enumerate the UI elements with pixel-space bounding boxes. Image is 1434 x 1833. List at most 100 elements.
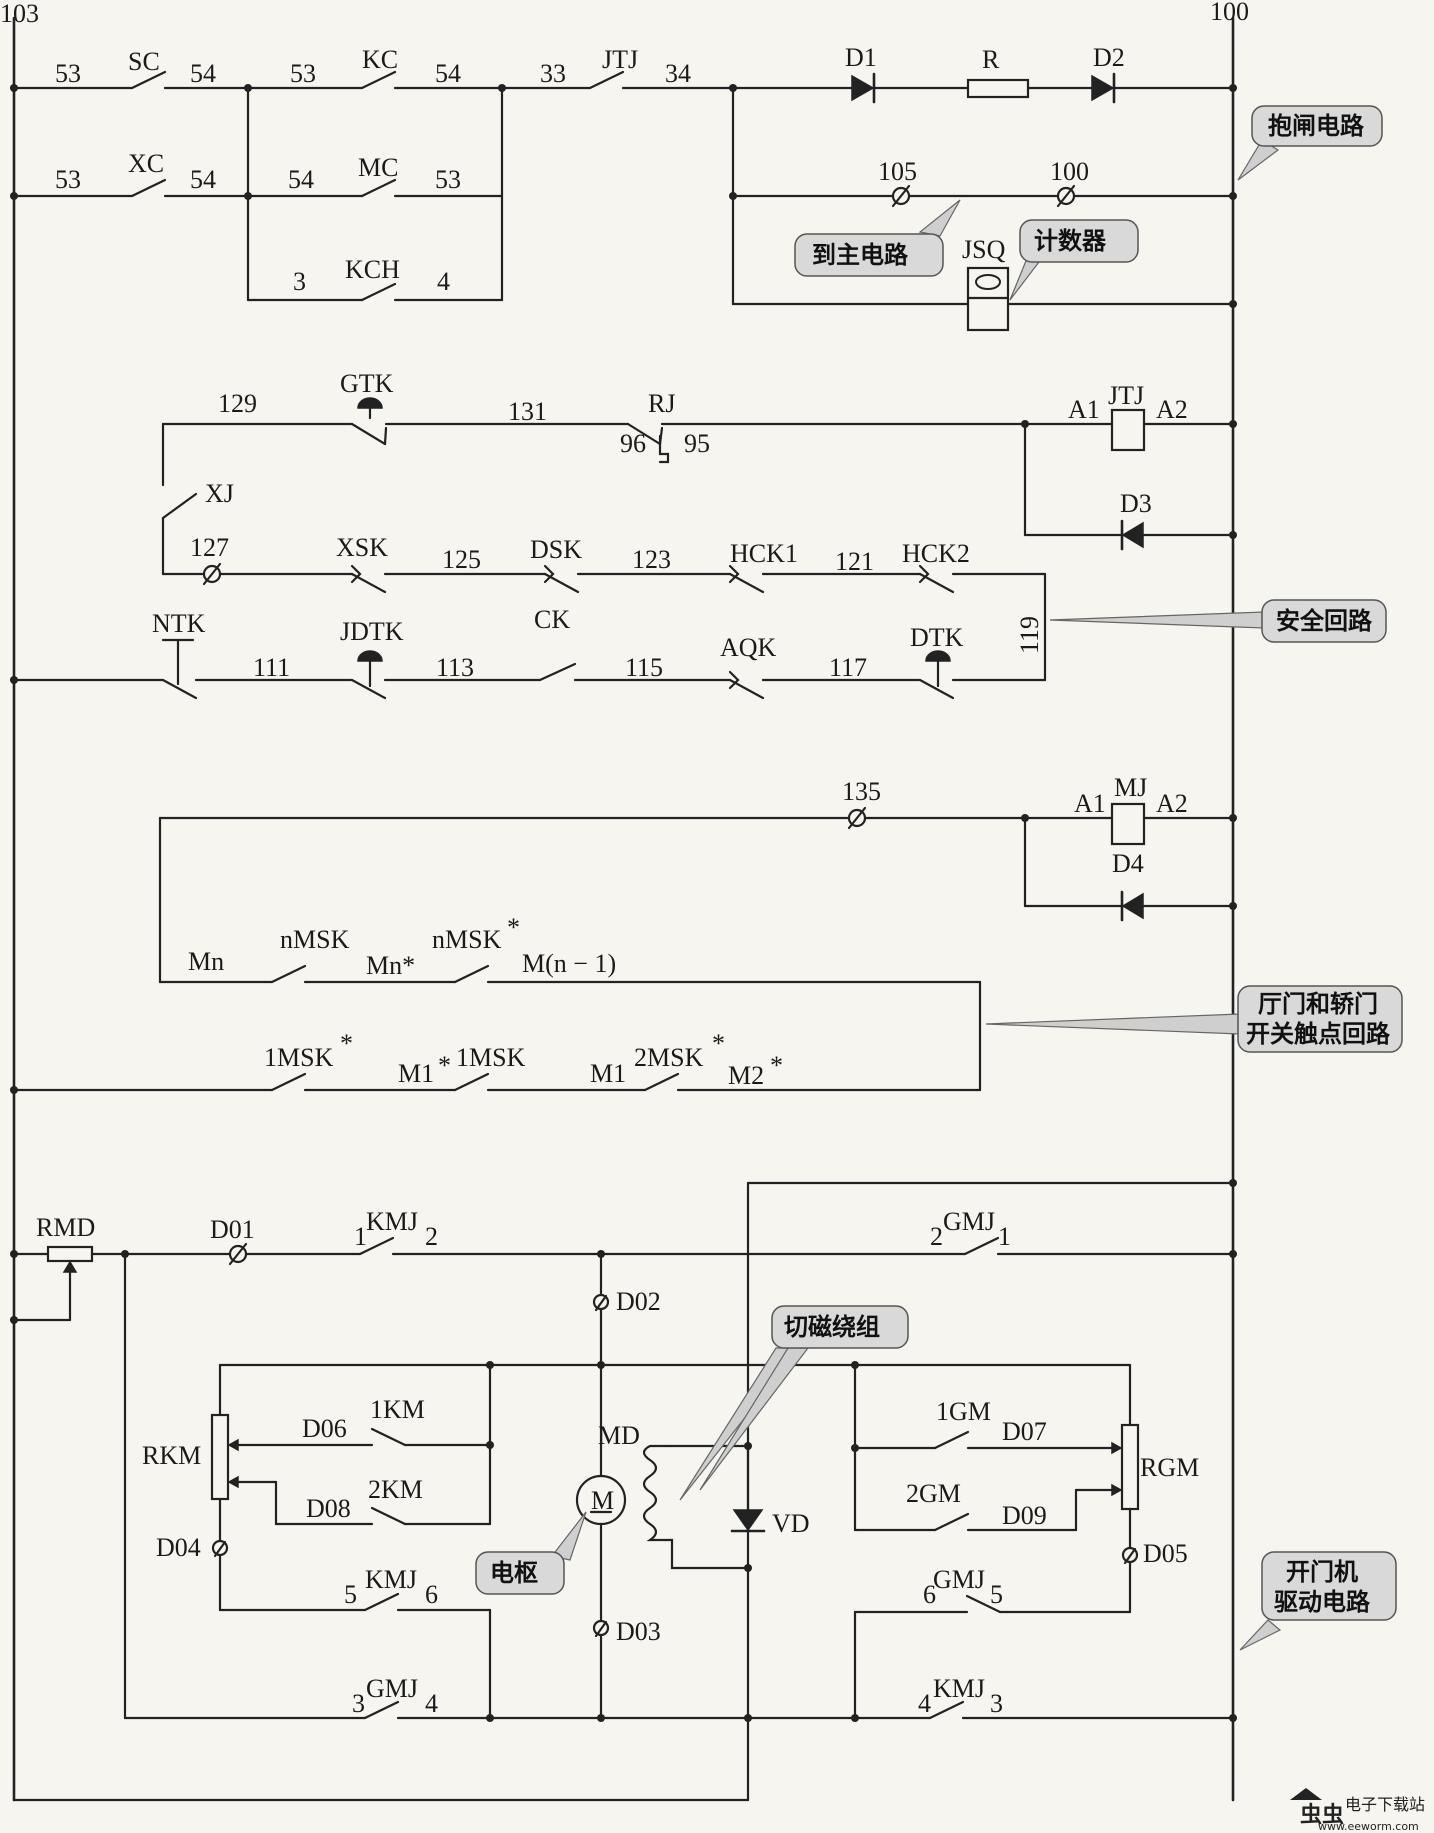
label-d2: D2: [1093, 43, 1125, 72]
kmj-1-2-contact: [358, 1236, 395, 1256]
svg-text:34: 34: [665, 59, 691, 88]
svg-text:119: 119: [1015, 616, 1044, 654]
svg-text:4: 4: [918, 1689, 931, 1718]
svg-text:53: 53: [55, 165, 81, 194]
label-kmj-1-2: KMJ: [366, 1207, 418, 1236]
callout-door-contacts: 厅门和轿门 开关触点回路: [985, 985, 1403, 1053]
svg-text:3: 3: [990, 1689, 1003, 1718]
svg-text:96: 96: [620, 429, 646, 458]
svg-text:111: 111: [253, 653, 290, 682]
rgm-resistor: [1120, 1423, 1140, 1511]
svg-text:电枢: 电枢: [490, 1559, 538, 1587]
label-kc: KC: [362, 45, 398, 74]
label-rkm: RKM: [142, 1441, 201, 1470]
2gm-contact: [933, 1512, 970, 1532]
svg-text:54: 54: [190, 165, 216, 194]
svg-text:54: 54: [435, 59, 461, 88]
svg-text:5: 5: [344, 1580, 357, 1609]
field-winding: [642, 1444, 750, 1570]
label-2km: 2KM: [368, 1475, 423, 1504]
svg-text:M1: M1: [590, 1059, 626, 1088]
svg-text:121: 121: [835, 547, 874, 576]
svg-text:A1: A1: [1068, 395, 1100, 424]
rkm-resistor: [210, 1413, 230, 1501]
gmj-6-5-contact: [965, 1594, 1002, 1614]
kmj-4-3-contact: [928, 1700, 965, 1720]
xc-contact: [130, 178, 167, 198]
svg-text:3: 3: [293, 267, 306, 296]
label-dsk: DSK: [530, 535, 582, 564]
label-jtj-contact: JTJ: [602, 45, 638, 74]
svg-text:M(n − 1): M(n − 1): [522, 949, 616, 978]
label-motor-m: M: [591, 1486, 614, 1515]
gmj-2-1-contact: [963, 1236, 1000, 1256]
label-rj: RJ: [648, 389, 675, 418]
label-gmj-2-1: GMJ: [943, 1207, 995, 1236]
svg-text:135: 135: [842, 777, 881, 806]
sc-contact: [130, 70, 167, 90]
door-contact-circuit: 135 A1 MJ A2 D4 Mn nMSK Mn* nMSK * M(n −…: [10, 773, 1237, 1094]
svg-text:105: 105: [878, 157, 917, 186]
2msk-star-contact: [643, 1072, 680, 1092]
svg-text:*: *: [770, 1051, 783, 1080]
svg-text:M2: M2: [728, 1061, 764, 1090]
gtk-mushroom-icon: [357, 397, 383, 409]
svg-text:117: 117: [829, 653, 867, 682]
svg-text:100: 100: [1050, 157, 1089, 186]
svg-text:127: 127: [190, 533, 229, 562]
1msk-star-contact: [270, 1072, 307, 1092]
2km-contact: [370, 1506, 407, 1526]
svg-text:Mn*: Mn*: [366, 951, 415, 980]
label-hck1: HCK1: [730, 539, 798, 568]
svg-text:113: 113: [436, 653, 474, 682]
svg-text:54: 54: [288, 165, 314, 194]
ntk-contact: [161, 678, 198, 700]
d1-diode: [851, 74, 875, 102]
label-d02: D02: [616, 1287, 661, 1316]
vd-diode: [732, 1509, 764, 1532]
label-mc: MC: [358, 153, 398, 182]
label-1km: 1KM: [370, 1395, 425, 1424]
svg-text:*: *: [438, 1051, 451, 1080]
gmj-3-4-contact: [363, 1700, 400, 1720]
kmj-5-6-contact: [363, 1592, 400, 1612]
label-ck: CK: [534, 605, 570, 634]
callout-main-circuit: 到主电路: [794, 199, 961, 277]
mc-contact: [360, 178, 397, 198]
callout-armature: 电枢: [475, 1511, 587, 1595]
label-vd: VD: [772, 1509, 810, 1538]
label-md: MD: [598, 1421, 640, 1450]
label-nmsk-star: nMSK: [432, 925, 502, 954]
svg-text:虫虫: 虫虫: [1300, 1802, 1344, 1828]
svg-text:131: 131: [508, 397, 547, 426]
label-d04: D04: [156, 1533, 201, 1562]
gtk-contact: [350, 422, 387, 446]
label-r: R: [982, 45, 1000, 74]
mj-coil: [1110, 802, 1146, 846]
label-jtj-coil: JTJ: [1108, 381, 1144, 410]
svg-text:驱动电路: 驱动电路: [1274, 1588, 1371, 1616]
nmsk-star-contact: [453, 964, 490, 984]
watermark-logo: 虫虫 电子下载站 www.eeworm.com: [1290, 1788, 1425, 1833]
safety-circuit: 129 GTK 131 RJ 96 95 A1 JTJ A2 D3 XJ 127…: [10, 369, 1237, 700]
dtk-mushroom-icon: [925, 650, 951, 662]
label-mj: MJ: [1114, 773, 1147, 802]
label-d08: D08: [306, 1494, 351, 1523]
kch-contact: [360, 282, 397, 302]
label-jsq: JSQ: [962, 235, 1006, 264]
svg-text:1: 1: [998, 1222, 1011, 1251]
svg-text:Mn: Mn: [188, 947, 224, 976]
svg-text:开门机: 开门机: [1286, 1558, 1358, 1586]
bus-label-103: 103: [0, 0, 39, 28]
svg-text:33: 33: [540, 59, 566, 88]
svg-text:安全回路: 安全回路: [1276, 607, 1373, 635]
svg-text:6: 6: [923, 1580, 936, 1609]
label-d1: D1: [845, 43, 877, 72]
label-kch: KCH: [345, 255, 400, 284]
svg-text:电子下载站: 电子下载站: [1345, 1795, 1425, 1814]
label-kmj-4-3: KMJ: [933, 1674, 985, 1703]
label-jdtk: JDTK: [340, 617, 404, 646]
label-sc: SC: [128, 47, 160, 76]
label-d05: D05: [1143, 1539, 1188, 1568]
svg-text:A2: A2: [1156, 789, 1188, 818]
